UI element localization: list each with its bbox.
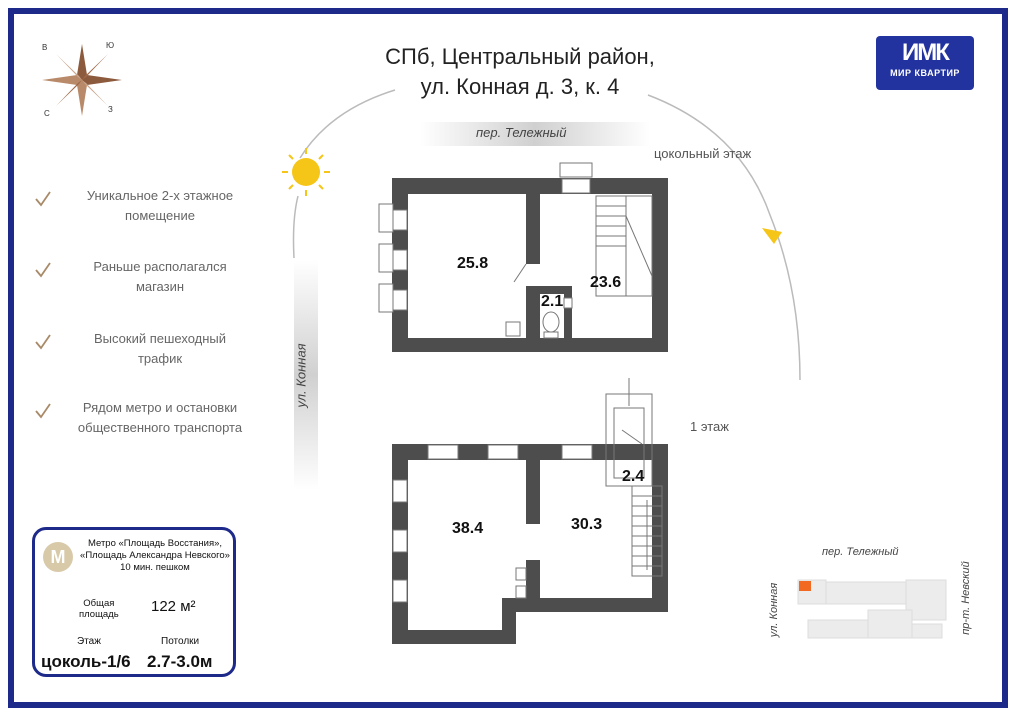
mini-map-street-right: пр-т. Невский [960,561,972,635]
page-title: СПб, Центральный район, ул. Конная д. 3,… [330,42,710,102]
info-card: М Метро «Площадь Восстания», «Площадь Ал… [32,527,236,677]
room-area: 23.6 [590,274,622,291]
area-label-line2: площадь [79,609,119,620]
room-area: 2.4 [622,468,645,485]
ceiling-label: Потолки [161,636,200,647]
metro-icon: М [43,542,73,572]
first-floor-label: 1 этаж [690,419,729,434]
sun-arc-left [299,89,396,159]
feature-item: Высокий пешеходный трафик [35,329,260,369]
floor-value: цоколь-1/6 [41,652,131,671]
feature-item: Раньше располагался магазин [35,257,260,297]
logo-text: МИР КВАРТИР [890,68,960,78]
feature-line1: Уникальное 2-х этажное [86,188,234,203]
compass-e: Ю [106,41,114,50]
arrow-icon [762,228,782,244]
sink-icon [563,297,573,309]
logo-mark: ИМК [902,39,950,66]
floor-label: Этаж [77,636,101,647]
feature-item: Уникальное 2-х этажное помещение [35,186,260,226]
feature-line1: Рядом метро и остановки [82,400,238,415]
check-icon [35,403,51,419]
compass-s: З [108,105,113,114]
room-area: 2.1 [541,293,564,310]
ceiling-value: 2.7-3.0м [147,652,213,671]
street-bar-top [420,122,650,146]
metro-line1: Метро «Площадь Восстания», [87,538,223,549]
sun-arc-right [647,94,801,381]
mini-map-street-top: пер. Тележный [822,546,899,558]
metro-line2: «Площадь Александра Невского» [80,550,230,561]
sink-icon [505,321,521,337]
sun-icon [282,148,330,196]
sun-arc-down [292,195,299,259]
title-line2: ул. Конная д. 3, к. 4 [420,74,620,99]
feature-line1: Раньше располагался [93,259,227,274]
check-icon [35,191,51,207]
area-value: 122 м² [151,598,196,615]
area-label-line1: Общая [83,598,115,609]
feature-line2: помещение [125,208,195,223]
room-area: 30.3 [571,516,603,533]
check-icon [35,262,51,278]
compass-n: В [42,43,47,52]
feature-line2: общественного транспорта [77,420,243,435]
title-line1: СПб, Центральный район, [385,44,655,69]
check-icon [35,334,51,350]
metro-info: Метро «Площадь Восстания», «Площадь Алек… [75,538,235,574]
feature-line1: Высокий пешеходный [93,331,227,346]
feature-item: Рядом метро и остановки общественного тр… [35,398,260,438]
basement-floor-label: цокольный этаж [654,146,752,161]
feature-line2: магазин [135,279,185,294]
feature-line2: трафик [137,351,183,366]
location-marker-icon [799,581,811,591]
toilet-icon [542,311,560,339]
street-top-label: пер. Тележный [476,125,567,140]
street-bar-left [294,260,318,490]
mini-map-street-left: ул. Конная [768,582,780,638]
metro-line3: 10 мин. пешком [120,562,190,573]
room-area: 38.4 [452,520,484,537]
compass-w: С [44,109,50,118]
area-label: Общая площадь [79,598,119,620]
compass-rose-icon: В Ю С З [42,41,122,118]
room-area: 25.8 [457,255,489,272]
brand-logo: ИМК МИР КВАРТИР [876,36,974,90]
